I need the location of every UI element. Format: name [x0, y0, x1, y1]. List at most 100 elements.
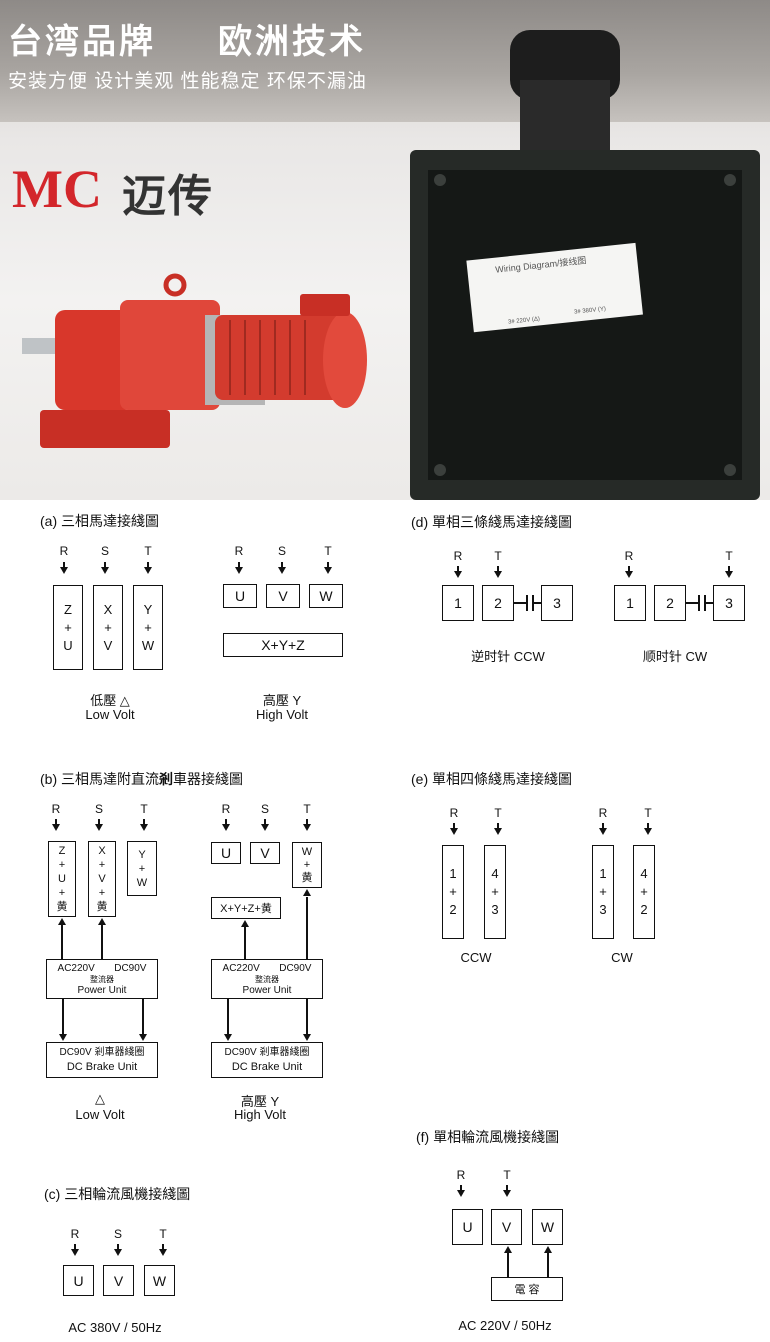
- arrow-down-icon: [159, 1249, 167, 1256]
- arrow-down-icon: [52, 824, 60, 831]
- arrow-up-icon: [58, 918, 66, 925]
- terminal-box: Z+U+黄: [48, 841, 76, 917]
- arrow-up-icon: [98, 918, 106, 925]
- arrow-down-icon: [114, 1249, 122, 1256]
- terminal-box: W: [144, 1265, 175, 1296]
- terminal-box: W: [532, 1209, 563, 1245]
- phase-label: R: [624, 549, 634, 563]
- arrow-down-icon: [644, 828, 652, 835]
- caption: 逆时针 CCW: [471, 649, 545, 664]
- caption: High Volt: [255, 707, 309, 722]
- arrow-down-icon: [503, 1190, 511, 1197]
- caption: AC 380V / 50Hz: [68, 1320, 162, 1335]
- capacitor-icon: [526, 595, 528, 611]
- terminal-box: Y+W: [133, 585, 163, 670]
- terminal-box: W+黄: [292, 842, 322, 888]
- phase-label: R: [449, 806, 459, 820]
- caption: Low Volt: [75, 1107, 125, 1122]
- terminal-box: 4+3: [484, 845, 506, 939]
- arrow-up-icon: [544, 1246, 552, 1253]
- terminal-box: 2: [654, 585, 686, 621]
- section-e-title: (e) 單相四條綫馬達接綫圖: [411, 771, 572, 787]
- arrow-down-icon: [599, 828, 607, 835]
- phase-label: S: [260, 802, 269, 816]
- brand-name: 迈传: [122, 172, 214, 221]
- terminal-box: X+V+黄: [88, 841, 116, 917]
- terminal-box: 1: [614, 585, 646, 621]
- section-b-title: (b) 三相馬達附直流剎車器接綫圖: [40, 771, 243, 787]
- terminal-box: 1: [442, 585, 474, 621]
- section-a-title: (a) 三相馬達接綫圖: [40, 513, 159, 529]
- caption: 顺时针 CW: [642, 649, 708, 664]
- slogan-left: 台湾品牌: [8, 23, 156, 61]
- phase-label: T: [644, 806, 652, 820]
- phase-label: T: [494, 806, 502, 820]
- terminal-box: U: [223, 584, 257, 608]
- phase-label: T: [725, 549, 733, 563]
- phase-label: T: [144, 544, 152, 558]
- gear-motor-image: [22, 273, 367, 448]
- arrow-down-icon: [303, 824, 311, 831]
- arrow-down-icon: [625, 571, 633, 578]
- arrow-down-icon: [71, 1249, 79, 1256]
- phase-label: T: [503, 1168, 511, 1182]
- section-c-title: (c) 三相輪流風機接綫圖: [44, 1186, 191, 1202]
- arrow-down-icon: [324, 567, 332, 574]
- caption: 高壓 Y: [240, 1094, 280, 1109]
- terminal-box: 1+3: [592, 845, 614, 939]
- caption: CW: [611, 950, 633, 965]
- arrow-down-icon: [222, 824, 230, 831]
- caption: Low Volt: [85, 707, 135, 722]
- terminal-box: Z+U: [53, 585, 83, 670]
- terminal-box: V: [266, 584, 300, 608]
- phase-label: R: [221, 802, 231, 816]
- section-d-title: (d) 單相三條綫馬達接綫圖: [411, 514, 572, 530]
- phase-label: S: [100, 544, 109, 558]
- arrow-down-icon: [454, 571, 462, 578]
- terminal-box: X+V: [93, 585, 123, 670]
- arrow-down-icon: [494, 828, 502, 835]
- phase-label: R: [234, 544, 244, 558]
- phase-label: R: [453, 549, 463, 563]
- phase-label: T: [159, 1227, 167, 1241]
- arrow-up-icon: [504, 1246, 512, 1253]
- phase-label: S: [277, 544, 286, 558]
- phase-label: R: [598, 806, 608, 820]
- caption: △: [95, 1091, 105, 1106]
- star-bar: X+Y+Z: [223, 633, 343, 657]
- arrow-up-icon: [241, 920, 249, 927]
- terminal-box: V: [103, 1265, 134, 1296]
- terminal-box: 4+2: [633, 845, 655, 939]
- arrow-down-icon: [101, 567, 109, 574]
- caption: AC 220V / 50Hz: [458, 1318, 552, 1333]
- capacitor-icon: [698, 595, 700, 611]
- arrow-up-icon: [303, 889, 311, 896]
- terminal-box: U: [452, 1209, 483, 1245]
- phase-label: R: [456, 1168, 466, 1182]
- terminal-box: Y+W: [127, 841, 157, 896]
- phase-label: T: [494, 549, 502, 563]
- terminal-box: 3: [713, 585, 745, 621]
- section-f-title: (f) 單相輪流風機接綫圖: [416, 1129, 560, 1145]
- arrow-down-icon: [725, 571, 733, 578]
- caption: CCW: [460, 950, 492, 965]
- arrow-down-icon: [303, 1034, 311, 1041]
- arrow-down-icon: [224, 1034, 232, 1041]
- terminal-box: V: [250, 842, 280, 864]
- junction-box-image: [410, 30, 760, 500]
- brand-logo: MC: [12, 159, 102, 219]
- arrow-down-icon: [144, 567, 152, 574]
- banner-header: [0, 0, 770, 122]
- caption: 低壓 △: [90, 693, 130, 708]
- phase-label: S: [94, 802, 103, 816]
- phase-label: R: [51, 802, 61, 816]
- arrow-down-icon: [278, 567, 286, 574]
- terminal-box: 3: [541, 585, 573, 621]
- arrow-down-icon: [261, 824, 269, 831]
- phase-label: T: [140, 802, 148, 816]
- terminal-box: 1+2: [442, 845, 464, 939]
- phase-label: T: [303, 802, 311, 816]
